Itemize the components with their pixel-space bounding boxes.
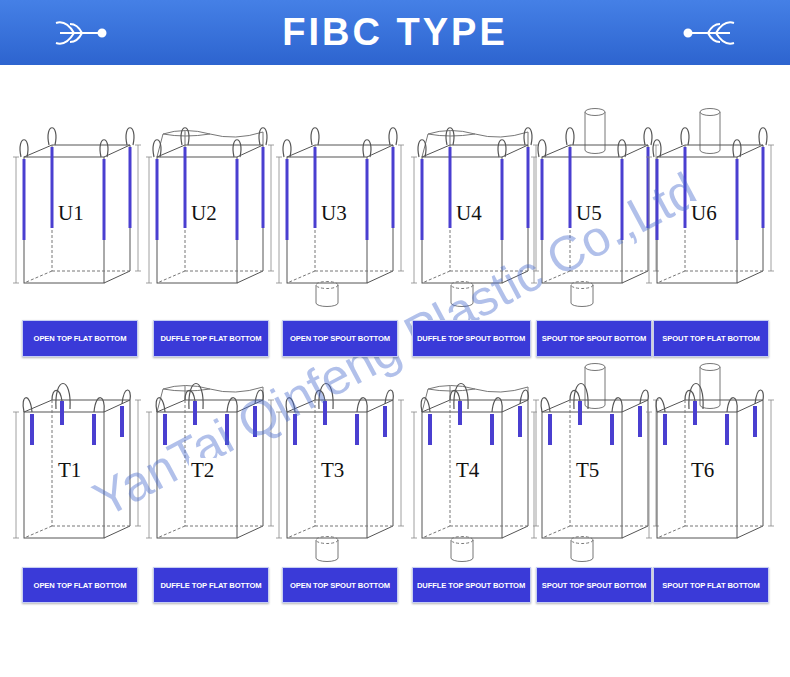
button-label: DUFFLE TOP FLAT BOTTOM [160, 334, 261, 343]
bag-type: U2 [157, 157, 237, 283]
button-label: SPOUT TOP SPOUT BOTTOM [542, 334, 647, 343]
button-label: OPEN TOP FLAT BOTTOM [34, 581, 127, 590]
type-code: U6 [689, 201, 719, 225]
button-label: DUFFLE TOP SPOUT BOTTOM [417, 581, 525, 590]
title-text: FIBC TYPE [282, 11, 507, 54]
type-code: U5 [574, 201, 604, 225]
type-code: T5 [574, 458, 601, 482]
type-button: OPEN TOP SPOUT BOTTOM [282, 567, 398, 603]
type-button: SPOUT TOP FLAT BOTTOM [653, 320, 769, 357]
button-label: SPOUT TOP FLAT BOTTOM [662, 334, 759, 343]
type-code: T4 [454, 458, 481, 482]
button-label: SPOUT TOP FLAT BOTTOM [662, 581, 759, 590]
button-label: OPEN TOP FLAT BOTTOM [34, 334, 127, 343]
button-label: OPEN TOP SPOUT BOTTOM [290, 334, 390, 343]
type-button: DUFFLE TOP FLAT BOTTOM [153, 320, 269, 357]
type-button: SPOUT TOP SPOUT BOTTOM [536, 320, 652, 357]
button-label: OPEN TOP SPOUT BOTTOM [290, 581, 390, 590]
bag-type: U4 [422, 157, 502, 283]
button-label: DUFFLE TOP SPOUT BOTTOM [417, 334, 525, 343]
type-button: OPEN TOP SPOUT BOTTOM [282, 320, 398, 357]
type-code: U4 [454, 201, 484, 225]
type-button: DUFFLE TOP SPOUT BOTTOM [412, 567, 531, 603]
bag-type: T6 [657, 412, 737, 538]
bag-type: U5 [542, 157, 622, 283]
type-code: U3 [319, 201, 349, 225]
button-label: DUFFLE TOP FLAT BOTTOM [160, 581, 261, 590]
type-button: DUFFLE TOP SPOUT BOTTOM [412, 320, 531, 357]
type-button: DUFFLE TOP FLAT BOTTOM [153, 567, 269, 603]
bag-type: U3 [287, 157, 367, 283]
bag-type: U1 [24, 157, 104, 283]
type-code: U1 [56, 201, 86, 225]
type-code: T6 [689, 458, 716, 482]
type-code: T3 [319, 458, 346, 482]
bag-type: T5 [542, 412, 622, 538]
type-button: OPEN TOP FLAT BOTTOM [22, 567, 138, 603]
type-button: SPOUT TOP FLAT BOTTOM [653, 567, 769, 603]
bag-type: T1 [24, 412, 104, 538]
bag-type: T3 [287, 412, 367, 538]
bag-type: U6 [657, 157, 737, 283]
type-code: U2 [189, 201, 219, 225]
bag-type: T2 [157, 412, 237, 538]
type-code: T2 [189, 458, 216, 482]
type-code: T1 [56, 458, 83, 482]
type-button: OPEN TOP FLAT BOTTOM [22, 320, 138, 357]
type-button: SPOUT TOP SPOUT BOTTOM [536, 567, 652, 603]
button-label: SPOUT TOP SPOUT BOTTOM [542, 581, 647, 590]
bag-type: T4 [422, 412, 502, 538]
title-banner: FIBC TYPE [0, 0, 790, 65]
